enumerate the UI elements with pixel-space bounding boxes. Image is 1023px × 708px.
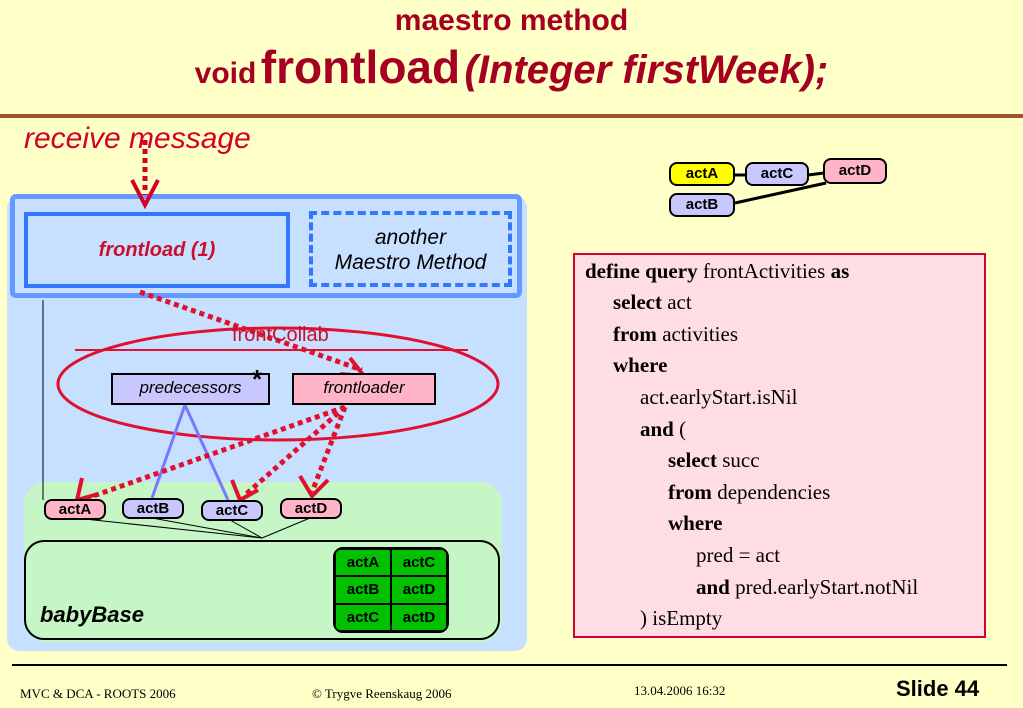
table-cell: actD <box>391 576 447 604</box>
another-method-box[interactable]: another Maestro Method <box>309 211 512 287</box>
query-line-2: select act <box>613 290 692 315</box>
mini-actC[interactable]: actC <box>745 162 809 186</box>
mini-actD[interactable]: actD <box>823 158 887 184</box>
title-void: void <box>194 57 257 90</box>
activity-actD[interactable]: actD <box>280 498 342 519</box>
mini-actB[interactable]: actB <box>669 193 735 217</box>
query-text: ( <box>673 417 687 441</box>
query-line-6: and ( <box>640 417 686 442</box>
frontloader-to-actA <box>81 404 346 503</box>
title-method-name: frontload <box>260 41 461 93</box>
pred-to-actC <box>183 404 230 501</box>
query-kw: define query <box>585 259 698 283</box>
predecessors-role[interactable]: predecessors <box>111 373 270 405</box>
actC-arrow-head <box>230 479 259 503</box>
actD-to-base <box>261 517 311 539</box>
query-kw: where <box>613 353 668 377</box>
actD-arrow-head <box>298 474 330 500</box>
query-line-1: define query frontActivities as <box>585 259 849 284</box>
query-kw: select <box>613 290 662 314</box>
mini-actA[interactable]: actA <box>669 162 735 186</box>
query-line-8: from dependencies <box>668 480 830 505</box>
query-text: activities <box>656 322 738 346</box>
predecessors-multiplicity: * <box>252 364 263 394</box>
query-text: pred.earlyStart.notNil <box>729 575 919 599</box>
pred-to-actB <box>150 404 187 499</box>
query-text: pred = act <box>696 543 781 567</box>
query-text: succ <box>716 448 760 472</box>
footer-rule <box>12 664 1007 666</box>
frontloader-role[interactable]: frontloader <box>292 373 436 405</box>
activity-actC[interactable]: actC <box>201 500 263 521</box>
query-line-5: act.earlyStart.isNil <box>640 385 797 410</box>
babybase-label: babyBase <box>40 602 144 627</box>
actA-arrow-head <box>74 477 99 503</box>
query-text: frontActivities <box>697 259 831 283</box>
footer-copyright: © Trygve Reenskaug 2006 <box>312 686 452 701</box>
query-text: ) isEmpty <box>640 606 723 630</box>
title-rule <box>0 114 1023 118</box>
table-cell: actA <box>335 549 391 577</box>
query-text: act <box>661 290 692 314</box>
query-line-7: select succ <box>668 448 760 473</box>
query-line-9: where <box>668 511 722 536</box>
query-line-11: and pred.earlyStart.notNil <box>696 575 918 600</box>
table-cell: actB <box>335 576 391 604</box>
activity-actA[interactable]: actA <box>44 499 106 520</box>
title-args: (Integer firstWeek); <box>464 48 829 92</box>
query-line-4: where <box>613 353 667 378</box>
query-line-10: pred = act <box>696 543 780 568</box>
query-text: dependencies <box>711 480 831 504</box>
query-kw: from <box>668 480 712 504</box>
query-text: act.earlyStart.isNil <box>640 385 798 409</box>
query-line-12: ) isEmpty <box>640 606 722 631</box>
frontcollab-label: frontCollab <box>232 324 329 346</box>
query-kw: select <box>668 448 717 472</box>
mini-link-c-d <box>807 171 825 177</box>
frontload-method-box[interactable]: frontload (1) <box>24 212 290 288</box>
actB-to-base <box>151 517 263 539</box>
frontloader-to-actD <box>309 406 348 493</box>
query-box: define query frontActivities as select a… <box>573 253 986 638</box>
actC-to-base <box>229 519 263 539</box>
query-kw: as <box>830 259 850 283</box>
query-kw: from <box>613 322 657 346</box>
frontloader-to-actC <box>243 405 347 497</box>
table-cell: actC <box>335 603 391 631</box>
query-line-3: from activities <box>613 322 738 347</box>
activity-actB[interactable]: actB <box>122 498 184 519</box>
frontload-to-frontloader <box>139 289 363 373</box>
query-kw: and <box>640 417 674 441</box>
query-kw: where <box>668 511 723 535</box>
receive-arrow-head <box>130 179 160 210</box>
slide-number: Slide 44 <box>896 676 980 701</box>
title-line2: void frontload (Integer firstWeek); <box>0 40 1023 94</box>
dependency-table: actA actC actB actD actC actD <box>333 547 449 633</box>
query-kw: and <box>696 575 730 599</box>
table-cell: actC <box>391 549 447 577</box>
actA-to-base <box>74 517 263 539</box>
another-method-line1: another <box>374 226 447 249</box>
another-method-line2: Maestro Method <box>334 251 487 274</box>
footer-left: MVC & DCA - ROOTS 2006 <box>20 686 176 701</box>
table-cell: actD <box>391 603 447 631</box>
mini-link-b-d <box>734 181 827 205</box>
title-line1: maestro method <box>394 4 629 37</box>
footer-date: 13.04.2006 16:32 <box>634 683 726 698</box>
frontcollab-ellipse <box>56 326 500 442</box>
receive-message-label: receive message <box>24 122 251 155</box>
